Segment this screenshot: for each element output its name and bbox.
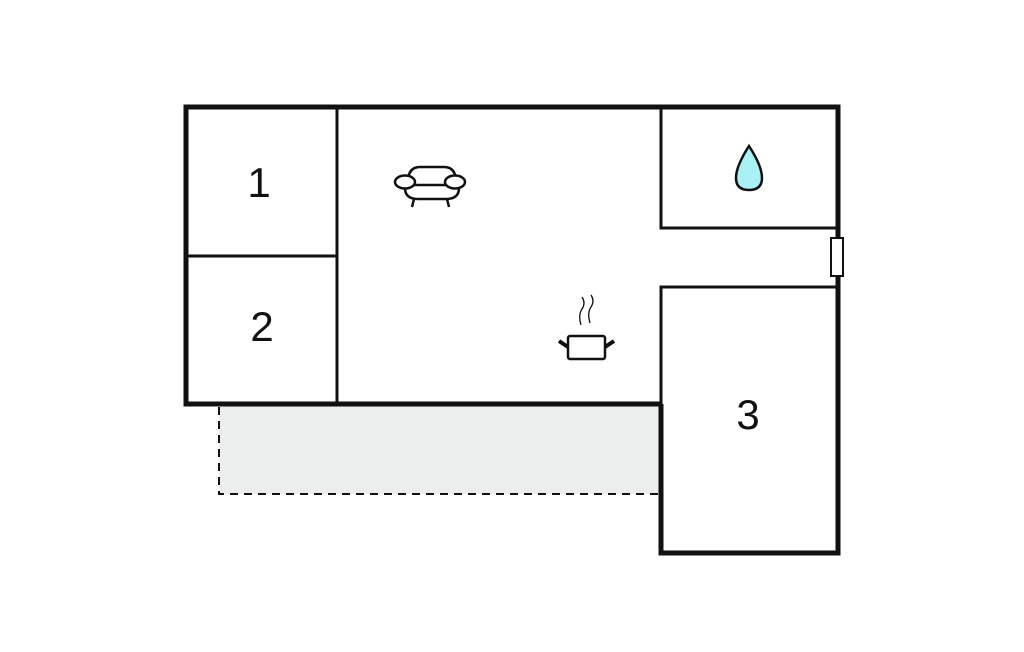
bathroom-wall (659, 107, 838, 230)
room-label-2: 2 (250, 303, 273, 350)
door (830, 237, 844, 277)
water-drop-icon (734, 143, 764, 192)
cooking-pot-icon (557, 294, 616, 361)
room-label-3: 3 (736, 391, 759, 438)
terrace (218, 404, 661, 495)
bedroom3-wall (659, 285, 838, 404)
outer-wall (183, 104, 841, 556)
sofa-icon (393, 165, 467, 208)
room-label-1: 1 (247, 159, 270, 206)
